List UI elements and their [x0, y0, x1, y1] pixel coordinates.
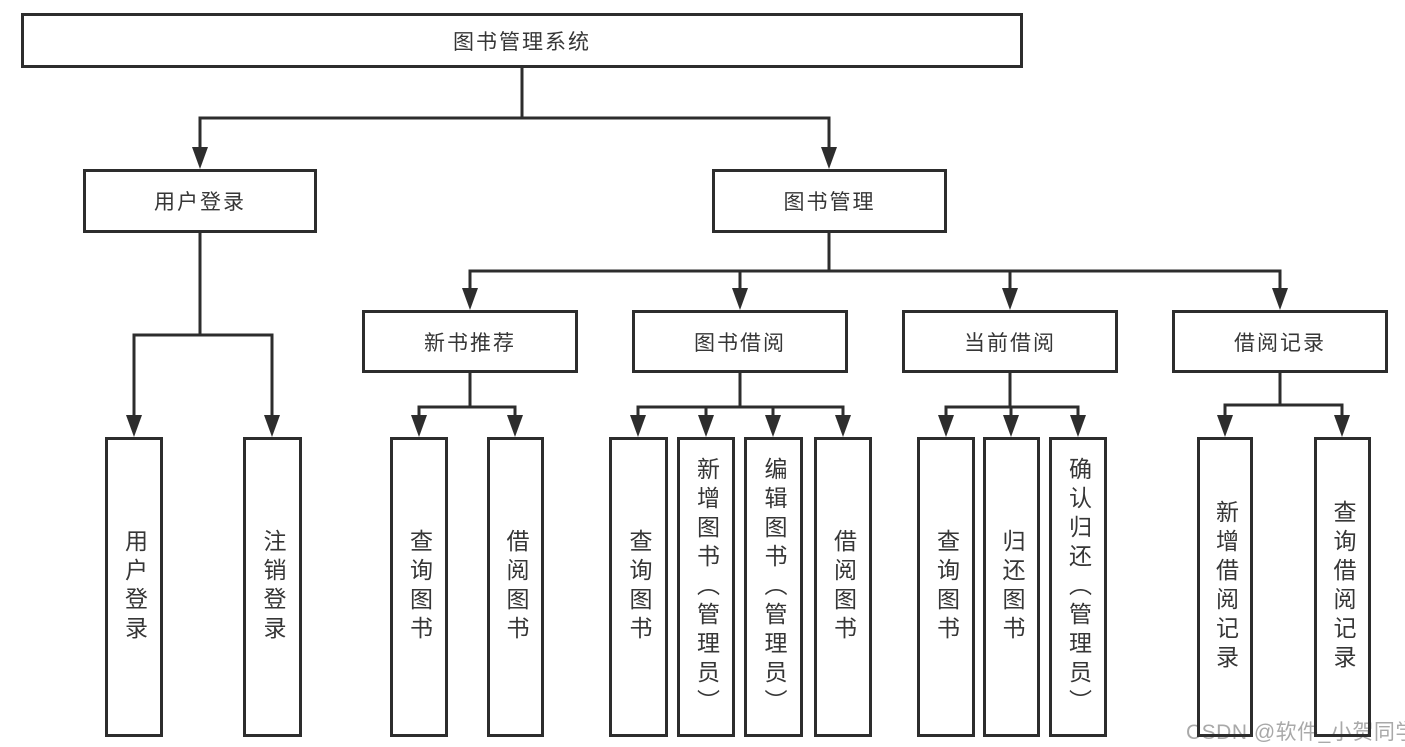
node-book-borrowing: 图书借阅	[632, 310, 848, 373]
node-borrowing-records-label: 借阅记录	[1234, 331, 1326, 355]
leaf-query-books-current-label: 查询图书	[933, 529, 960, 645]
leaf-borrow-books: 借阅图书	[814, 437, 872, 737]
leaf-query-books-recommend-label: 查询图书	[406, 529, 433, 645]
leaf-query-books-current: 查询图书	[917, 437, 975, 737]
leaf-user-login: 用户登录	[105, 437, 163, 737]
node-new-book-recommend-label: 新书推荐	[424, 331, 516, 355]
node-borrowing-records: 借阅记录	[1172, 310, 1388, 373]
node-user-login-label: 用户登录	[154, 191, 246, 214]
node-new-book-recommend: 新书推荐	[362, 310, 578, 373]
leaf-confirm-return-admin-label: 确认归还（管理员）	[1065, 456, 1092, 718]
node-book-borrowing-label: 图书借阅	[694, 331, 786, 355]
arrowhead-icons	[126, 147, 1350, 437]
leaf-confirm-return-admin: 确认归还（管理员）	[1049, 437, 1107, 737]
leaf-query-books-borrow: 查询图书	[609, 437, 668, 737]
leaf-query-borrow-record: 查询借阅记录	[1314, 437, 1371, 737]
leaf-edit-books-admin-label: 编辑图书（管理员）	[761, 456, 787, 718]
node-user-login: 用户登录	[83, 169, 317, 233]
leaf-add-books-admin-label: 新增图书（管理员）	[693, 456, 720, 718]
leaf-query-borrow-record-label: 查询借阅记录	[1330, 500, 1356, 674]
leaf-logout-label: 注销登录	[260, 529, 286, 645]
node-root-label: 图书管理系统	[453, 30, 591, 54]
node-book-management-label: 图书管理	[783, 191, 876, 214]
leaf-user-login-label: 用户登录	[121, 529, 148, 645]
leaf-logout: 注销登录	[243, 437, 302, 737]
leaf-add-books-admin: 新增图书（管理员）	[677, 437, 735, 737]
leaf-borrow-books-recommend-label: 借阅图书	[503, 529, 529, 645]
leaf-edit-books-admin: 编辑图书（管理员）	[744, 437, 803, 737]
leaf-query-books-borrow-label: 查询图书	[626, 529, 652, 645]
node-current-borrowing: 当前借阅	[902, 310, 1118, 373]
leaf-add-borrow-record: 新增借阅记录	[1197, 437, 1253, 737]
leaf-add-borrow-record-label: 新增借阅记录	[1212, 500, 1239, 674]
csdn-watermark: CSDN @软件_小贺同学	[1186, 721, 1405, 744]
leaf-borrow-books-recommend: 借阅图书	[487, 437, 544, 737]
leaf-borrow-books-label: 借阅图书	[830, 529, 857, 645]
leaf-return-books: 归还图书	[983, 437, 1040, 737]
node-root: 图书管理系统	[21, 13, 1023, 68]
node-book-management: 图书管理	[712, 169, 947, 233]
leaf-return-books-label: 归还图书	[999, 529, 1025, 645]
node-current-borrowing-label: 当前借阅	[964, 331, 1056, 355]
leaf-query-books-recommend: 查询图书	[390, 437, 448, 737]
